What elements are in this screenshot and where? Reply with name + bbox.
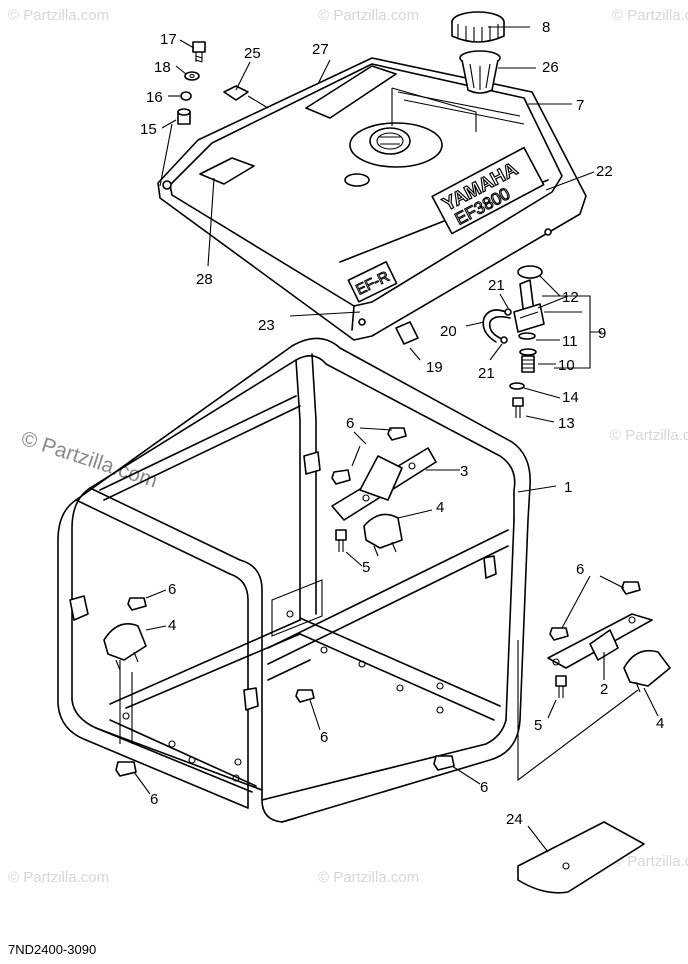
tank-bolt-group: [177, 41, 206, 125]
callout-28: 28: [196, 271, 213, 288]
callout-8: 8: [542, 19, 550, 36]
engine-bracket-right: [547, 613, 653, 669]
callout-6-bottom-right: 6: [480, 779, 488, 796]
fuel-cock: [509, 279, 545, 418]
callout-14: 14: [562, 389, 579, 406]
callout-6-left: 6: [168, 581, 176, 598]
callout-6-middle: 6: [320, 729, 328, 746]
tank-damper: [395, 321, 419, 345]
fuel-hose: [482, 309, 507, 343]
callout-6-bottom-left: 6: [150, 791, 158, 808]
nuts: [115, 427, 641, 777]
diagram-code: 7ND2400-3090: [8, 942, 96, 957]
watermark: © Partzilla.com: [8, 869, 109, 886]
callout-15: 15: [140, 121, 157, 138]
callout-1: 1: [564, 479, 572, 496]
callout-19: 19: [426, 359, 443, 376]
watermark: © Partzilla.com: [612, 853, 688, 870]
callout-21-lower: 21: [478, 365, 495, 382]
callout-23: 23: [258, 317, 275, 334]
engine-mount-upper: [363, 513, 403, 557]
watermark: © Partzilla.com: [610, 427, 688, 444]
callout-12: 12: [562, 289, 579, 306]
watermark: © Partzilla.com: [318, 869, 419, 886]
callout-7: 7: [576, 97, 584, 114]
callout-17: 17: [160, 31, 177, 48]
callout-25: 25: [244, 45, 261, 62]
callout-5-upper: 5: [362, 559, 370, 576]
leader-lines: [119, 26, 659, 853]
fuel-strainer: [459, 50, 501, 94]
callout-6-right: 6: [576, 561, 584, 578]
watermark: © Partzilla.com: [318, 7, 419, 24]
callout-18: 18: [154, 59, 171, 76]
gasket-ring: [517, 265, 543, 279]
callout-21-upper: 21: [488, 277, 505, 294]
callout-10: 10: [558, 357, 575, 374]
callout-9: 9: [598, 325, 606, 342]
engine-mount-left: [103, 623, 147, 671]
bolts: [335, 529, 567, 698]
callout-labels: 17 18 16 15 25 27 8 26 7 22 28 23 21 12 …: [140, 19, 664, 828]
callout-27: 27: [312, 41, 329, 58]
engine-bracket-upper: [331, 447, 437, 521]
callout-16: 16: [146, 89, 163, 106]
fuel-tank: YAMAHA EF3800 EF-R: [157, 57, 587, 341]
frame: [57, 337, 531, 823]
callout-26: 26: [542, 59, 559, 76]
callout-20: 20: [440, 323, 457, 340]
callout-11: 11: [562, 333, 578, 350]
callout-6-upper: 6: [346, 415, 354, 432]
callout-5-right: 5: [534, 717, 542, 734]
callout-24: 24: [506, 811, 523, 828]
engine-mount-right: [623, 649, 671, 693]
callout-4-right: 4: [656, 715, 664, 732]
callout-2: 2: [600, 681, 608, 698]
fuel-cap: [451, 11, 505, 43]
vent-hose: [223, 85, 249, 101]
watermark: © Partzilla.com: [612, 7, 688, 24]
callout-13: 13: [558, 415, 575, 432]
callout-3: 3: [460, 463, 468, 480]
frame-cover: [517, 821, 645, 894]
watermark: © Partzilla.com: [8, 7, 109, 24]
callout-4-upper: 4: [436, 499, 444, 516]
callout-22: 22: [596, 163, 613, 180]
callout-4-left: 4: [168, 617, 176, 634]
